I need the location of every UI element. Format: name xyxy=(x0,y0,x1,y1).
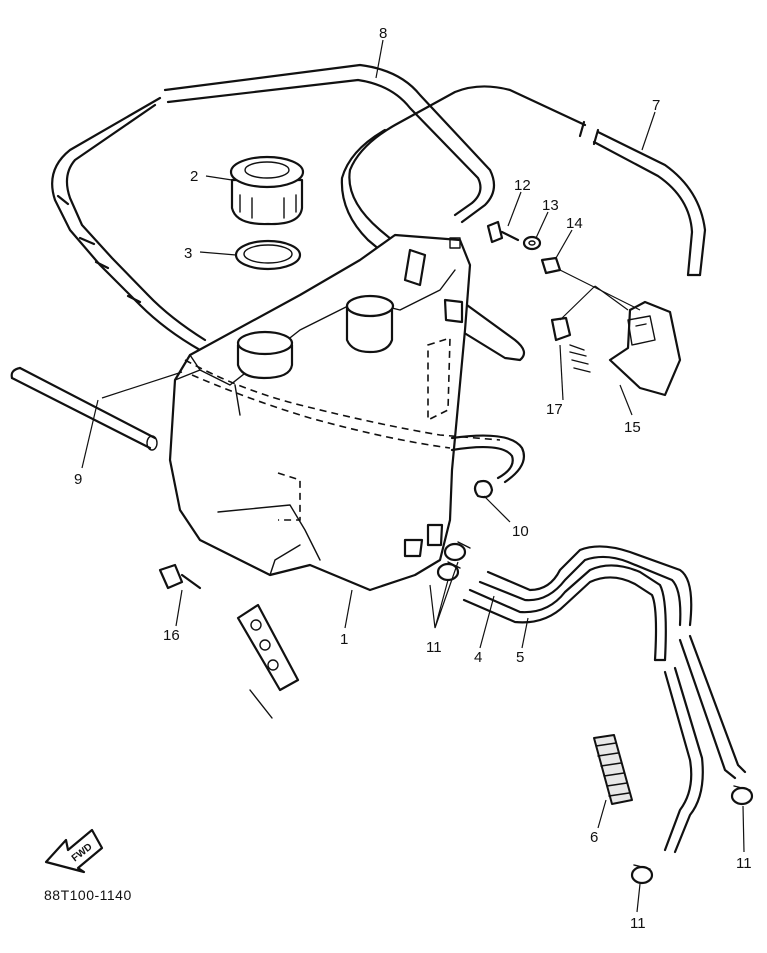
callout-15: 15 xyxy=(624,419,641,436)
leader-lines xyxy=(81,39,745,913)
clip-10 xyxy=(473,479,494,499)
breather-hose-7 xyxy=(340,85,707,362)
callout-numbers: 1 2 3 4 5 6 7 8 9 10 11 11 11 12 13 14 1… xyxy=(74,25,752,932)
callout-14: 14 xyxy=(566,215,583,232)
callout-11-right: 11 xyxy=(736,855,752,872)
callout-11-bottom: 11 xyxy=(630,915,646,932)
callout-12: 12 xyxy=(514,177,531,194)
pipe-9 xyxy=(10,366,158,451)
callout-7: 7 xyxy=(652,97,660,114)
hose-4 xyxy=(478,545,693,627)
bracket-15 xyxy=(608,300,682,397)
hose-clamp-11-bottom xyxy=(630,864,654,885)
callout-1: 1 xyxy=(340,631,348,648)
mount-plate xyxy=(236,603,300,719)
breather-hose-8 xyxy=(51,63,496,352)
plug-17 xyxy=(550,316,591,373)
callout-3: 3 xyxy=(184,245,192,262)
bolt-16 xyxy=(158,563,202,590)
sleeve-6 xyxy=(593,734,633,805)
oil-tank-1 xyxy=(168,233,526,592)
nut-14 xyxy=(540,256,562,275)
callout-5: 5 xyxy=(516,649,524,666)
forward-arrow-icon: FWD xyxy=(44,828,104,874)
callout-4: 4 xyxy=(474,649,482,666)
part-code: 88T100-1140 xyxy=(44,887,132,903)
callout-8: 8 xyxy=(379,25,387,42)
o-ring-3 xyxy=(234,239,302,271)
callout-2: 2 xyxy=(190,168,198,185)
hose-5 xyxy=(462,564,667,662)
bolt-12 xyxy=(486,220,520,244)
callout-9: 9 xyxy=(74,471,82,488)
washer-13 xyxy=(522,235,542,251)
callout-16: 16 xyxy=(163,627,180,644)
hose-lower xyxy=(663,634,747,854)
callout-11-tank: 11 xyxy=(426,639,442,656)
callout-17: 17 xyxy=(546,401,563,418)
callout-13: 13 xyxy=(542,197,559,214)
callout-10: 10 xyxy=(512,523,529,540)
callout-6: 6 xyxy=(590,829,598,846)
hose-clamp-11-right xyxy=(730,785,754,806)
tank-cap-2 xyxy=(229,155,305,226)
